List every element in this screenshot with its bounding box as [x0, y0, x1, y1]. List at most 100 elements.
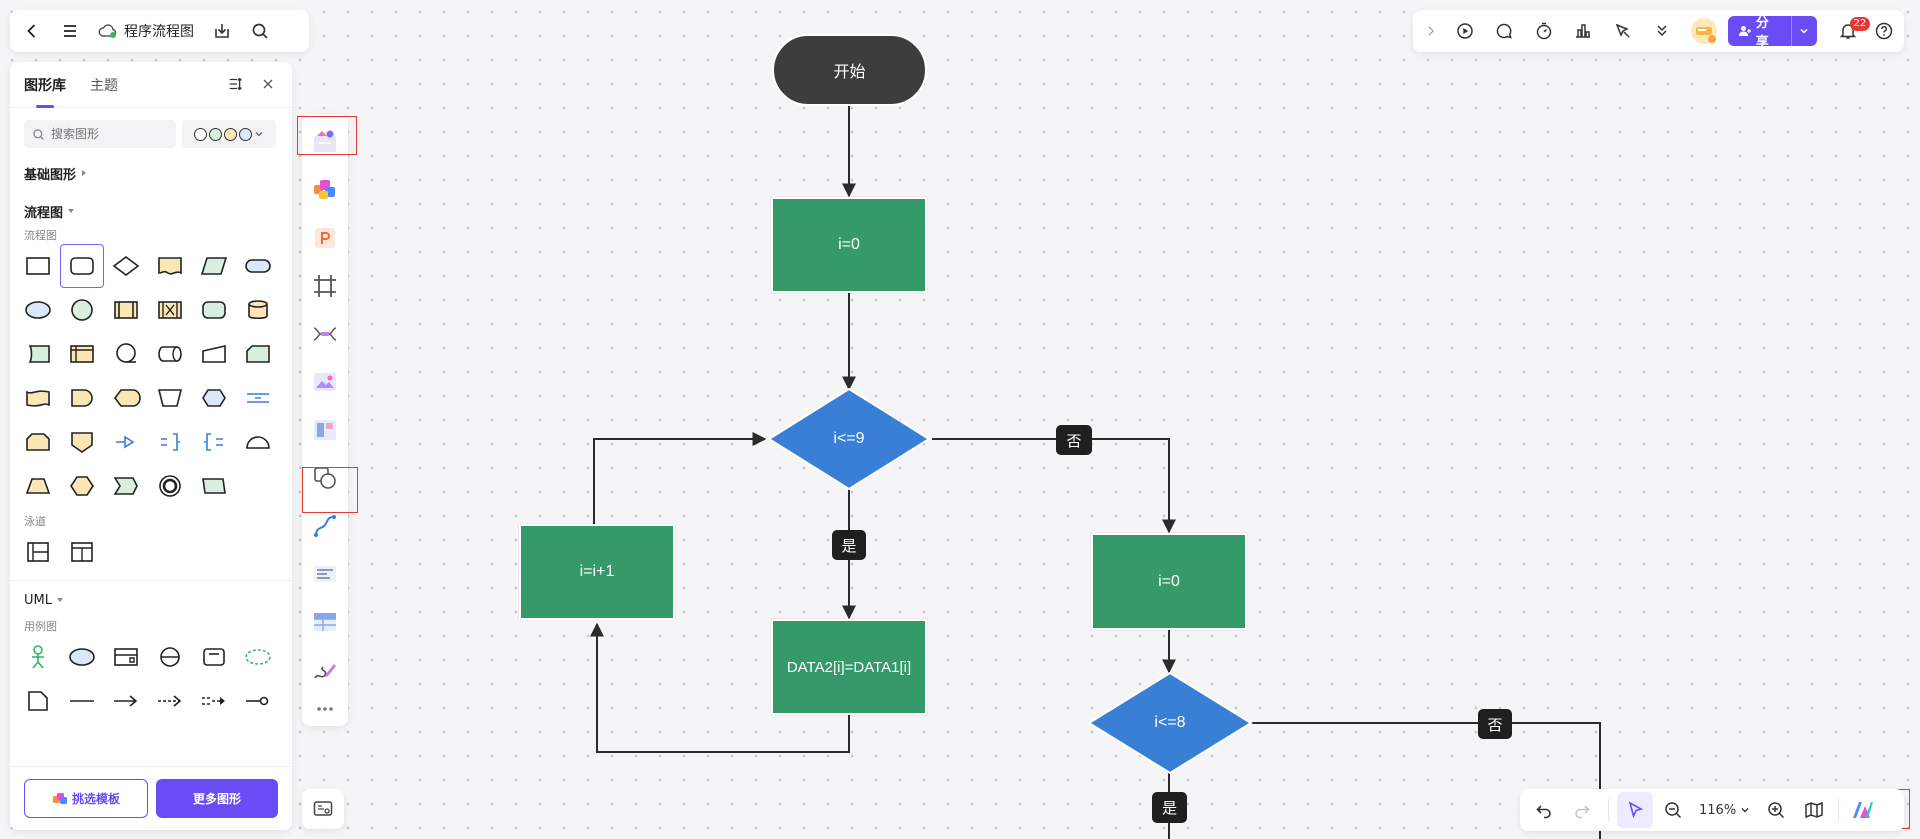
undo-icon[interactable] — [1526, 792, 1562, 828]
rail-connector[interactable] — [302, 502, 348, 550]
shape-multi-process[interactable] — [148, 288, 192, 332]
section-flowchart[interactable]: 流程图 — [10, 200, 292, 222]
share-dropdown-icon[interactable] — [1791, 16, 1817, 46]
start-node[interactable]: 开始 — [772, 34, 927, 106]
shape-ellipse[interactable] — [16, 288, 60, 332]
zoom-in-icon[interactable] — [1758, 792, 1794, 828]
process-assign[interactable]: DATA2[i]=DATA1[i] — [771, 619, 927, 715]
shape-uml-component[interactable] — [104, 635, 148, 679]
shape-card[interactable] — [16, 332, 60, 376]
shape-uml-box[interactable] — [192, 635, 236, 679]
shape-collate[interactable] — [104, 464, 148, 508]
shape-connector-arrow[interactable] — [104, 420, 148, 464]
shape-note[interactable] — [16, 679, 60, 723]
shape-hexagon[interactable] — [60, 464, 104, 508]
document-title[interactable]: 程序流程图 — [124, 24, 194, 40]
shape-rounded-rectangle[interactable] — [60, 244, 104, 288]
shape-annotation-right[interactable] — [148, 420, 192, 464]
timer-icon[interactable] — [1526, 13, 1562, 49]
rail-components[interactable] — [302, 166, 348, 214]
avatar[interactable] — [1684, 13, 1724, 49]
rail-pen[interactable] — [302, 646, 348, 694]
decision-label-1[interactable]: i<=9 — [833, 430, 865, 447]
shape-association-line[interactable] — [60, 679, 104, 723]
shape-slanted-rect[interactable] — [192, 464, 236, 508]
shape-trapezoid[interactable] — [16, 464, 60, 508]
shape-loop-limit[interactable] — [16, 420, 60, 464]
shape-dashed-ellipse[interactable] — [236, 635, 280, 679]
document-title-area[interactable]: 程序流程图 — [90, 21, 202, 41]
chevron-right-icon[interactable] — [1419, 13, 1443, 49]
process-init-1[interactable]: i=0 — [771, 197, 927, 293]
shape-preparation[interactable] — [192, 376, 236, 420]
menu-icon[interactable] — [52, 13, 88, 49]
shape-manage-icon[interactable] — [222, 70, 250, 98]
download-icon[interactable] — [204, 13, 240, 49]
shape-use-case[interactable] — [60, 635, 104, 679]
more-chevrons-icon[interactable] — [1645, 13, 1681, 49]
bell-icon[interactable]: 22 — [1831, 13, 1871, 49]
shape-horizontal-lane[interactable] — [16, 530, 60, 574]
shape-dependency[interactable] — [148, 679, 192, 723]
shape-search-input[interactable] — [24, 120, 176, 148]
rail-table[interactable] — [302, 598, 348, 646]
shape-manual-input[interactable] — [192, 332, 236, 376]
tab-theme[interactable]: 主题 — [90, 77, 118, 94]
play-icon[interactable] — [1447, 13, 1483, 49]
shape-annotation-left[interactable] — [192, 420, 236, 464]
shape-internal-storage[interactable] — [60, 332, 104, 376]
pick-template-button[interactable]: 挑选模板 — [24, 779, 148, 818]
shape-search-field[interactable] — [51, 127, 161, 141]
rail-presentation[interactable] — [302, 214, 348, 262]
shape-interface[interactable] — [236, 679, 280, 723]
shape-diamond[interactable] — [104, 244, 148, 288]
rail-layout[interactable] — [302, 406, 348, 454]
share-button[interactable]: 分享 — [1727, 16, 1817, 46]
map-icon[interactable] — [1796, 792, 1832, 828]
shape-manual-operation[interactable] — [148, 376, 192, 420]
rail-frame[interactable] — [302, 262, 348, 310]
rail-more[interactable] — [302, 694, 348, 724]
shape-off-page[interactable] — [236, 332, 280, 376]
select-pointer-icon[interactable] — [1617, 792, 1653, 828]
back-icon[interactable] — [14, 13, 50, 49]
shape-boundary[interactable] — [148, 635, 192, 679]
shape-terminator[interactable] — [236, 244, 280, 288]
shape-include[interactable] — [192, 679, 236, 723]
rail-image[interactable] — [302, 358, 348, 406]
shape-database[interactable] — [236, 288, 280, 332]
zoom-out-icon[interactable] — [1655, 792, 1691, 828]
shape-alternate-process[interactable] — [192, 288, 236, 332]
section-basic-shapes[interactable]: 基础图形 — [10, 162, 292, 184]
minimap-button[interactable] — [302, 789, 344, 829]
tab-shape-library[interactable]: 图形库 — [24, 62, 66, 108]
help-icon[interactable] — [1870, 13, 1898, 49]
shape-parallelogram[interactable] — [192, 244, 236, 288]
section-uml[interactable]: UML — [10, 589, 292, 611]
shape-actor[interactable] — [16, 635, 60, 679]
redo-icon[interactable] — [1564, 792, 1600, 828]
rail-templates[interactable] — [302, 118, 348, 166]
shape-off-page-ref[interactable] — [60, 420, 104, 464]
process-increment[interactable]: i=i+1 — [519, 524, 675, 620]
shape-delay[interactable] — [60, 376, 104, 420]
shape-document[interactable] — [148, 244, 192, 288]
shape-vertical-lane[interactable] — [60, 530, 104, 574]
close-icon[interactable] — [254, 70, 282, 98]
more-shapes-button[interactable]: 更多图形 — [156, 779, 278, 818]
ai-assistant-icon[interactable] — [1845, 792, 1881, 828]
rail-shapes[interactable] — [302, 454, 348, 502]
shape-parallel-mode[interactable] — [236, 376, 280, 420]
laser-pointer-icon[interactable] — [1605, 13, 1641, 49]
shape-predefined-process[interactable] — [104, 288, 148, 332]
shape-display[interactable] — [104, 376, 148, 420]
shape-half-circle[interactable] — [236, 420, 280, 464]
shape-sequential-data[interactable] — [104, 332, 148, 376]
decision-label-2[interactable]: i<=8 — [1154, 714, 1186, 731]
shape-direct-data[interactable] — [148, 332, 192, 376]
shape-double-circle[interactable] — [148, 464, 192, 508]
zoom-level-select[interactable]: 116% — [1693, 803, 1756, 818]
vote-icon[interactable] — [1565, 13, 1601, 49]
shape-rectangle[interactable] — [16, 244, 60, 288]
rail-mindmap[interactable] — [302, 310, 348, 358]
